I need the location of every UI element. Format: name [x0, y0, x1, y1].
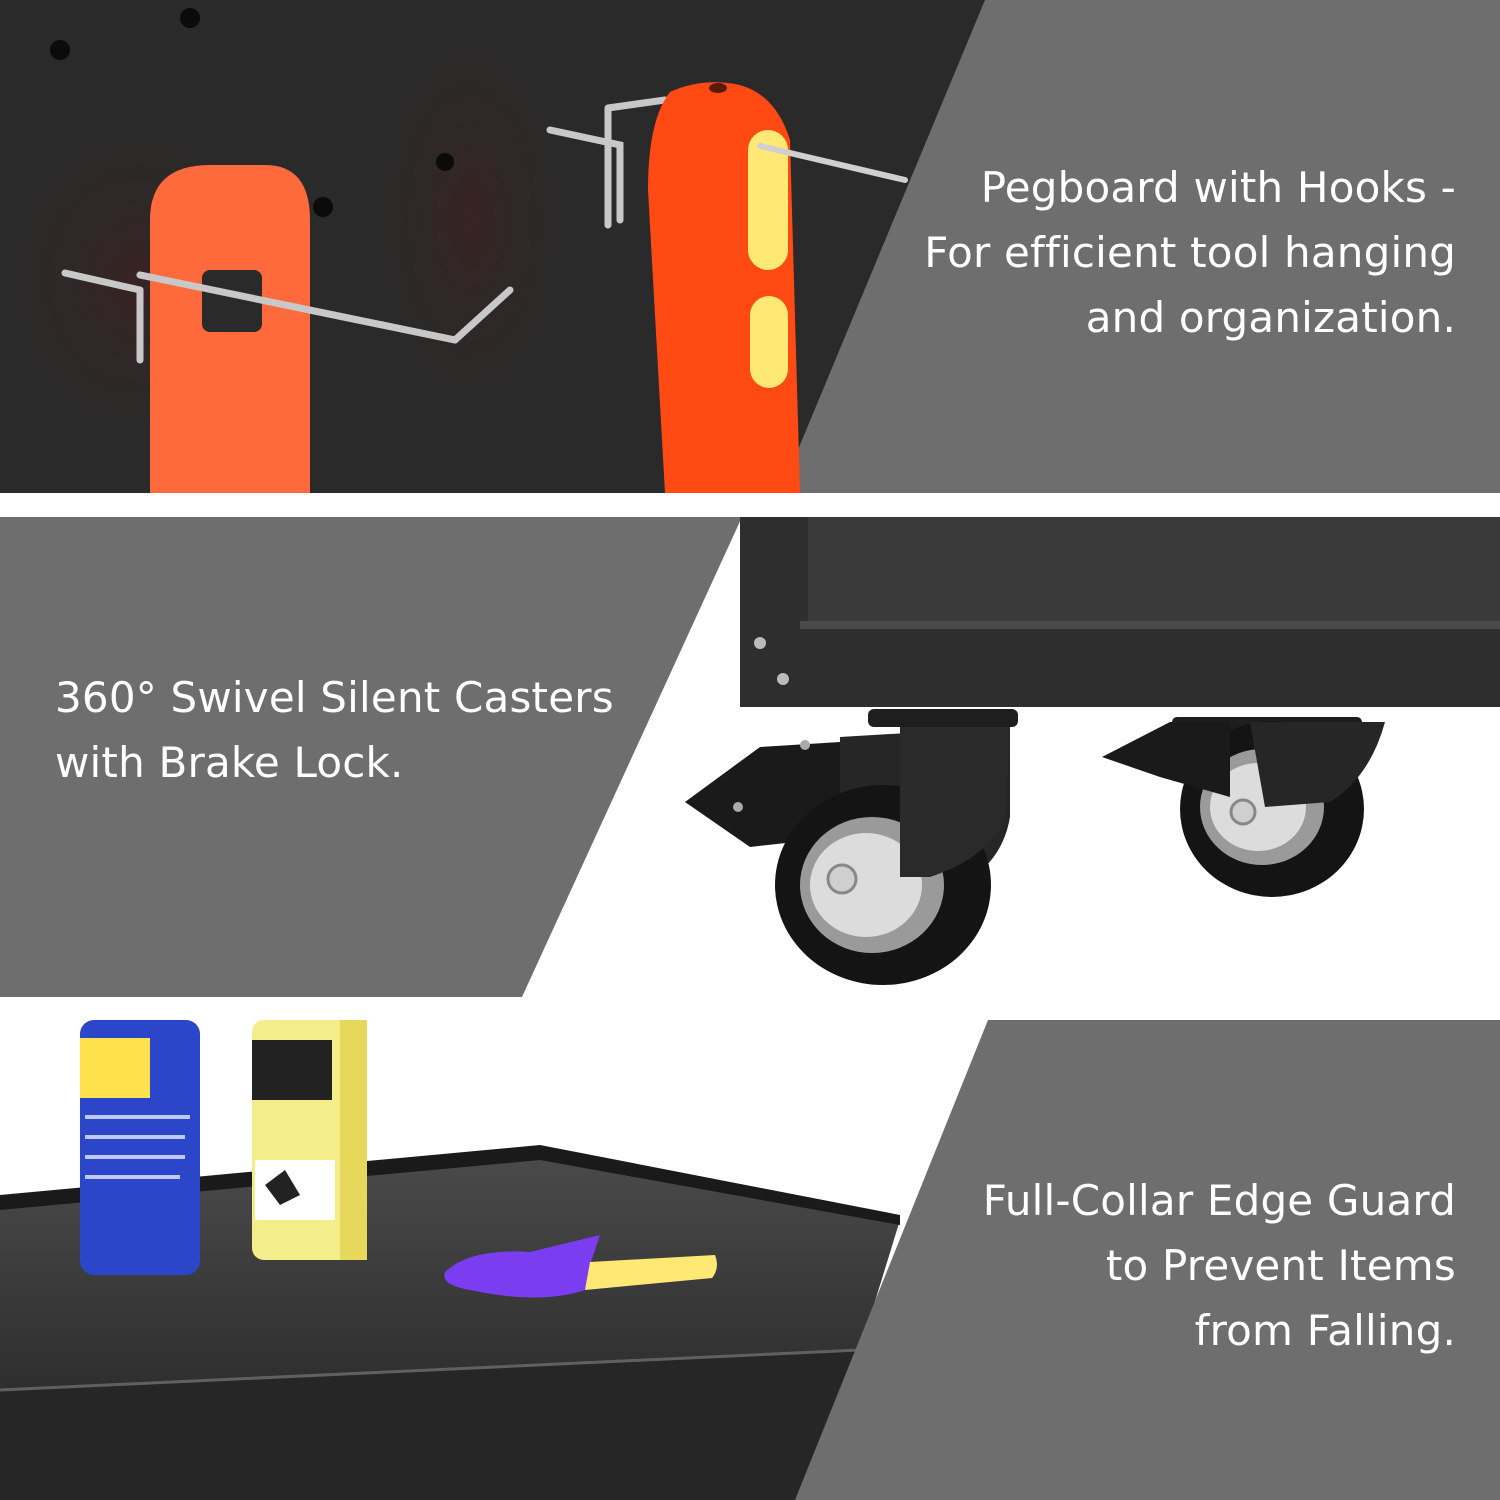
caption-line: Full-Collar Edge Guard: [982, 1176, 1456, 1225]
screw: [777, 673, 789, 685]
edge-guard-illustration: [0, 1020, 1500, 1500]
peg-hole: [180, 8, 200, 28]
peg-hole: [50, 40, 70, 60]
caption-band: [795, 1020, 1500, 1500]
pegboard-panel: Pegboard with Hooks - For efficient tool…: [0, 0, 1500, 493]
screw: [754, 637, 766, 649]
brake-lever: [1102, 722, 1230, 797]
caption-line: For efficient tool hanging: [924, 228, 1456, 277]
casters-illustration: [0, 517, 1500, 997]
casters-caption: 360° Swivel Silent Casters with Brake Lo…: [55, 665, 614, 795]
caption-band: [0, 517, 742, 997]
caption-line: from Falling.: [1194, 1306, 1456, 1355]
caption-line: 360° Swivel Silent Casters: [55, 673, 614, 722]
caption-line: Pegboard with Hooks -: [980, 163, 1456, 212]
pegboard-illustration: [0, 0, 1500, 493]
caption-line: to Prevent Items: [1105, 1241, 1456, 1290]
peg-hole: [313, 197, 333, 217]
casters-panel: 360° Swivel Silent Casters with Brake Lo…: [0, 517, 1500, 997]
peg-hook: [546, 96, 669, 229]
edge-guard-caption: Full-Collar Edge Guard to Prevent Items …: [983, 1168, 1456, 1363]
caption-line: and organization.: [1085, 293, 1456, 342]
peg-hole: [436, 153, 454, 171]
edge-guard-panel: Full-Collar Edge Guard to Prevent Items …: [0, 1020, 1500, 1500]
caption-line: with Brake Lock.: [55, 738, 404, 787]
tray-front: [0, 1350, 860, 1500]
pegboard-caption: Pegboard with Hooks - For efficient tool…: [924, 155, 1456, 350]
